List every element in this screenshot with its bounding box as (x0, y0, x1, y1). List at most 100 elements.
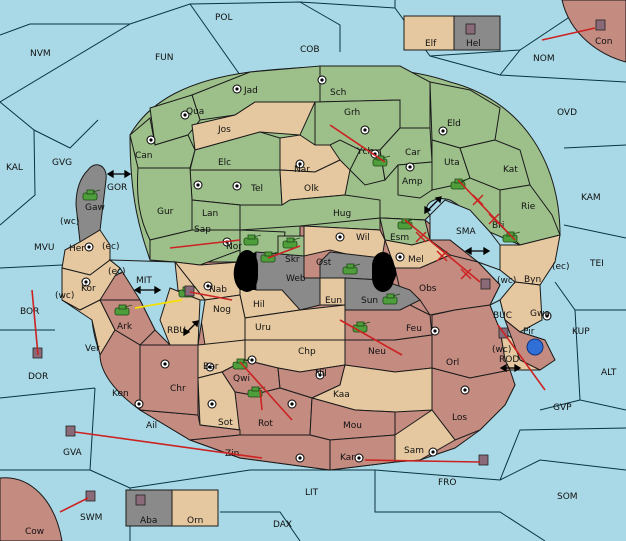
land-lan: Lan (202, 209, 218, 219)
land-hel: Hel (466, 39, 481, 49)
sea-nvm: NVM (30, 49, 51, 59)
land-sap: Sap (194, 225, 211, 235)
sea-ovd: OVD (557, 108, 577, 118)
sea-kal: KAL (6, 163, 23, 173)
sea-kam: KAM (581, 193, 601, 203)
land-nar: Nar (294, 165, 310, 175)
land-her: Her (69, 244, 85, 254)
land-orl: Orl (446, 358, 459, 368)
land-wil: Wil (356, 233, 370, 243)
land-car: Car (405, 148, 421, 158)
sea-tei: TEI (589, 259, 604, 269)
sea-gva: GVA (63, 448, 83, 458)
strait-markers (106, 169, 522, 373)
land-ver: Ver (85, 344, 100, 354)
sea-gvp: GVP (553, 403, 572, 413)
sea-mvu: MVU (34, 243, 55, 253)
sea-fro: FRO (438, 478, 457, 488)
sea-dax: DAX (273, 520, 292, 530)
sea-buc: BUC (493, 311, 512, 321)
land-rie: Rie (521, 202, 536, 212)
land-eun: Eun (325, 296, 342, 306)
land-labels: Jad Sch Qua Jos Grh Can Yck Car Eld Elc … (25, 37, 613, 537)
coast-her-wc: (wc) (60, 217, 79, 227)
land-chr: Chr (170, 384, 186, 394)
sea-bor: BOR (20, 307, 39, 317)
supply-centers (81, 75, 552, 463)
land-gwa: Gwa (530, 309, 550, 319)
land-hil: Hil (253, 300, 265, 310)
coast-kor-wc: (wc) (55, 291, 74, 301)
land-kor: Kor (81, 284, 96, 294)
sea-mit: MIT (136, 276, 152, 286)
central-impassable (233, 250, 421, 311)
sea-rbu: RBU (167, 326, 186, 336)
sea-cob: COB (300, 45, 320, 55)
land-sch: Sch (330, 88, 346, 98)
land-nor: Nor (226, 242, 242, 252)
land-nog: Nog (213, 305, 231, 315)
sea-gor: GOR (107, 183, 127, 193)
sea-sma: SMA (456, 227, 476, 237)
land-byn: Byn (524, 275, 541, 285)
sea-labels: POL NVM FUN COB NOM OVD KAL GVG KAM TEI … (6, 13, 617, 530)
land-uru: Uru (255, 323, 271, 333)
land-qwi: Qwi (233, 374, 250, 384)
sea-alt: ALT (601, 368, 617, 378)
land-ail: Ail (146, 421, 157, 431)
land-amp: Amp (402, 177, 423, 187)
land-los: Los (452, 413, 467, 423)
land-con: Con (595, 37, 613, 47)
sea-nom: NOM (533, 54, 555, 64)
land-obs: Obs (419, 284, 437, 294)
land-gur: Gur (157, 207, 174, 217)
land-orn: Orn (187, 516, 203, 526)
land-elf: Elf (425, 39, 437, 49)
sea-fun: FUN (155, 53, 174, 63)
land-nab: Nab (209, 285, 227, 295)
north-provinces (129, 65, 561, 266)
land-jos: Jos (217, 125, 231, 135)
land-can: Can (135, 151, 153, 161)
sea-swm: SWM (80, 513, 102, 523)
land-esm: Esm (390, 233, 409, 243)
land-mel: Mel (408, 255, 424, 265)
order-arrows (31, 27, 596, 513)
land-sun: Sun (361, 296, 378, 306)
land-ken: Ken (112, 389, 129, 399)
sea-kup: KUP (572, 327, 590, 337)
land-sam: Sam (404, 446, 424, 456)
land-web: Web (286, 274, 306, 284)
sea-som: SOM (557, 492, 578, 502)
land-grh: Grh (344, 108, 360, 118)
land-kaa: Kaa (333, 390, 350, 400)
coast-byn-ec: (ec) (552, 262, 570, 272)
middle-provinces (61, 225, 561, 471)
sea-gvg: GVG (52, 158, 72, 168)
sea-pol: POL (215, 13, 233, 23)
land-gaw: Gaw (85, 203, 105, 213)
sea-lit: LIT (305, 488, 319, 498)
coast-tags: (wc) (ec) (ec) (wc) (wc) (ec) (wc) (55, 217, 570, 355)
land-cow: Cow (25, 527, 44, 537)
land-bri: Bri (492, 221, 504, 231)
land-elc: Elc (218, 158, 231, 168)
land-tel: Tel (250, 184, 263, 194)
land-dor: DOR (28, 372, 48, 382)
land-skr: Skr (285, 255, 300, 265)
land-aba: Aba (140, 516, 157, 526)
land-yck: Yck (356, 147, 373, 157)
coast-kor-ec: (ec) (108, 267, 126, 277)
coast-gwa-wc: (wc) (492, 345, 511, 355)
land-ost: Ost (316, 258, 332, 268)
land-mou: Mou (343, 421, 362, 431)
land-rot: Rot (258, 419, 273, 429)
land-feu: Feu (406, 324, 422, 334)
coast-byn-wc: (wc) (497, 276, 516, 286)
land-nil: Nil (315, 369, 327, 379)
land-uta: Uta (444, 158, 460, 168)
land-chp: Chp (298, 347, 316, 357)
